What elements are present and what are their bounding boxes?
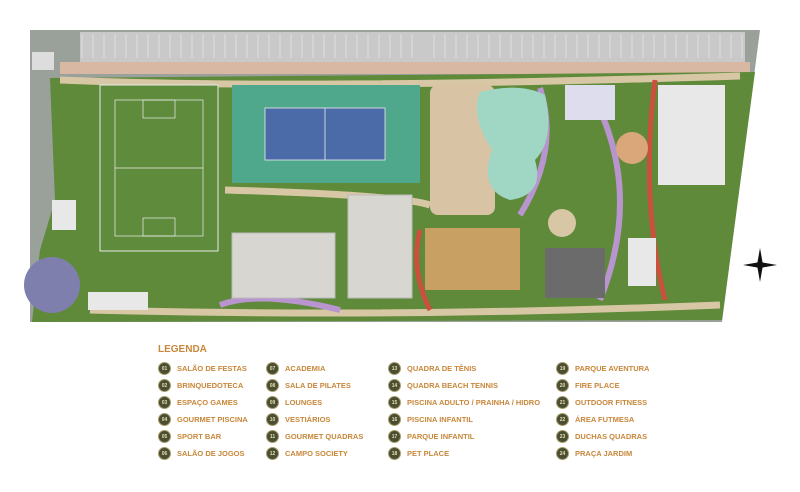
- legend-number-badge: 11: [266, 430, 279, 443]
- legend-label: CAMPO SOCIETY: [285, 449, 348, 458]
- legend-number-badge: 14: [388, 379, 401, 392]
- legend-number-badge: 17: [388, 430, 401, 443]
- crosswalk: [32, 52, 54, 70]
- legend-label: ESPAÇO GAMES: [177, 398, 238, 407]
- legend-number-badge: 15: [388, 396, 401, 409]
- compass-rose: [743, 248, 777, 282]
- legend-number-badge: 24: [556, 447, 569, 460]
- legend-title: LEGENDA: [158, 344, 207, 355]
- vestiarios: [88, 292, 148, 310]
- legend-number-badge: 13: [388, 362, 401, 375]
- legend-label: PRAÇA JARDIM: [575, 449, 633, 458]
- legend-number-badge: 09: [266, 396, 279, 409]
- legend-number-badge: 10: [266, 413, 279, 426]
- legend-number-badge: 04: [158, 413, 171, 426]
- legend-item: 21 OUTDOOR FITNESS: [556, 394, 649, 411]
- legend-number-badge: 06: [158, 447, 171, 460]
- salao-de-festas: [658, 85, 725, 185]
- legend-label: ÁREA FUTMESA: [575, 415, 635, 424]
- red-path: [414, 79, 668, 312]
- legend-number-badge: 01: [158, 362, 171, 375]
- campo-society: [99, 84, 219, 252]
- legend-item: 06 SALÃO DE JOGOS: [158, 445, 248, 462]
- legend-number-badge: 19: [556, 362, 569, 375]
- legend-item: 24 PRAÇA JARDIM: [556, 445, 649, 462]
- quadra-beach-tennis-1: [231, 232, 336, 299]
- legend-item: 09 LOUNGES: [266, 394, 363, 411]
- legend-label: SALA DE PILATES: [285, 381, 351, 390]
- sport-bar: [52, 200, 76, 230]
- legend-column: 07 ACADEMIA 08 SALA DE PILATES 09 LOUNGES 10 VE…: [266, 360, 363, 462]
- legend-label: GOURMET PISCINA: [177, 415, 248, 424]
- legend-item: 23 DUCHAS QUADRAS: [556, 428, 649, 445]
- legend-item: 03 ESPAÇO GAMES: [158, 394, 248, 411]
- piscina-adulto: [476, 87, 549, 200]
- legend-number-badge: 20: [556, 379, 569, 392]
- site-plan-map: [24, 30, 777, 322]
- legend-item: 18 PET PLACE: [388, 445, 540, 462]
- legend-number-badge: 07: [266, 362, 279, 375]
- legend-number-badge: 03: [158, 396, 171, 409]
- legend-number-badge: 22: [556, 413, 569, 426]
- legend-item: 08 SALA DE PILATES: [266, 377, 363, 394]
- legend-label: VESTIÁRIOS: [285, 415, 331, 424]
- roundabout: [24, 257, 80, 313]
- legend-number-badge: 12: [266, 447, 279, 460]
- legend-label: SALÃO DE JOGOS: [177, 449, 245, 458]
- legend-item: 19 PARQUE AVENTURA: [556, 360, 649, 377]
- legend-item: 14 QUADRA BEACH TENNIS: [388, 377, 540, 394]
- legend-number-badge: 05: [158, 430, 171, 443]
- legend-column: 13 QUADRA DE TÊNIS 14 QUADRA BEACH TENNIS 15…: [388, 360, 540, 462]
- espaco-games: [565, 85, 615, 120]
- legend-item: 10 VESTIÁRIOS: [266, 411, 363, 428]
- sidewalk: [60, 62, 750, 74]
- fire-place: [616, 132, 648, 164]
- legend-label: SALÃO DE FESTAS: [177, 364, 247, 373]
- legend-label: GOURMET QUADRAS: [285, 432, 364, 441]
- legend-number-badge: 02: [158, 379, 171, 392]
- praca-jardim: [548, 209, 576, 237]
- gourmet-quadras: [545, 248, 605, 298]
- legend-label: DUCHAS QUADRAS: [575, 432, 648, 441]
- legend-label: QUADRA BEACH TENNIS: [407, 381, 498, 390]
- legend-item: 17 PARQUE INFANTIL: [388, 428, 540, 445]
- academia: [425, 228, 520, 290]
- legend-label: QUADRA DE TÊNIS: [407, 364, 477, 373]
- legend-item: 07 ACADEMIA: [266, 360, 363, 377]
- legend-label: PISCINA INFANTIL: [407, 415, 473, 424]
- legend-item: 20 FIRE PLACE: [556, 377, 649, 394]
- parking-lot: [80, 32, 745, 62]
- legend-number-badge: 08: [266, 379, 279, 392]
- legend-column: 19 PARQUE AVENTURA 20 FIRE PLACE 21 OUTDOOR F…: [556, 360, 649, 462]
- legend-item: 01 SALÃO DE FESTAS: [158, 360, 248, 377]
- quadra-de-tenis: [232, 85, 420, 183]
- legend-label: PET PLACE: [407, 449, 450, 458]
- legend-column: 01 SALÃO DE FESTAS 02 BRINQUEDOTECA 03 ESPAÇO…: [158, 360, 248, 462]
- parking-stalls: [81, 34, 743, 58]
- legend-item: 02 BRINQUEDOTECA: [158, 377, 248, 394]
- legend-label: PISCINA ADULTO / PRAINHA / HIDRO: [407, 398, 541, 407]
- legend-item: 22 ÁREA FUTMESA: [556, 411, 649, 428]
- legend-label: ACADEMIA: [285, 364, 326, 373]
- legend-item: 16 PISCINA INFANTIL: [388, 411, 540, 428]
- legend-item: 04 GOURMET PISCINA: [158, 411, 248, 428]
- legend-label: OUTDOOR FITNESS: [575, 398, 648, 407]
- legend-item: 15 PISCINA ADULTO / PRAINHA / HIDRO: [388, 394, 540, 411]
- legend-label: SPORT BAR: [177, 432, 222, 441]
- legend-number-badge: 16: [388, 413, 401, 426]
- legend-item: 11 GOURMET QUADRAS: [266, 428, 363, 445]
- legend-item: 12 CAMPO SOCIETY: [266, 445, 363, 462]
- legend-label: PARQUE AVENTURA: [575, 364, 650, 373]
- legend-label: PARQUE INFANTIL: [407, 432, 475, 441]
- legend-number-badge: 21: [556, 396, 569, 409]
- legend-label: FIRE PLACE: [575, 381, 620, 390]
- legend-number-badge: 23: [556, 430, 569, 443]
- legend-label: LOUNGES: [285, 398, 323, 407]
- legend-label: BRINQUEDOTECA: [177, 381, 244, 390]
- legend-item: 13 QUADRA DE TÊNIS: [388, 360, 540, 377]
- legend-number-badge: 18: [388, 447, 401, 460]
- piscina-infantil: [628, 238, 656, 286]
- legend-item: 05 SPORT BAR: [158, 428, 248, 445]
- quadra-beach-tennis-2: [347, 194, 413, 299]
